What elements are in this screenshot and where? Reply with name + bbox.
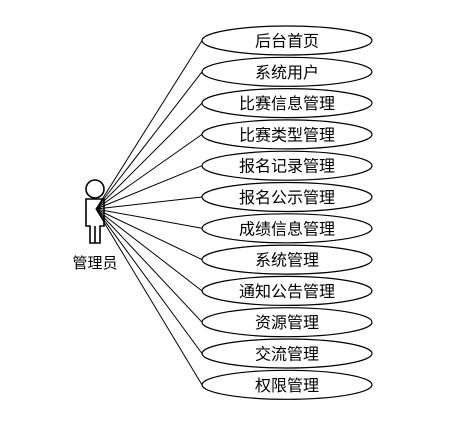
association-line: [95, 165, 203, 210]
use-case-label: 比赛信息管理: [239, 94, 335, 113]
association-line: [95, 71, 203, 210]
use-case: 成绩信息管理: [201, 213, 373, 244]
use-case: 通知公告管理: [201, 275, 373, 306]
use-case-label: 报名记录管理: [239, 157, 335, 176]
use-case-ellipse: [201, 87, 373, 119]
actor-figure: 管理员: [72, 179, 118, 272]
use-case-ellipse: [201, 338, 373, 369]
use-case: 后台首页: [201, 25, 373, 56]
use-case-label: 交流管理: [255, 345, 319, 364]
association-line: [95, 102, 203, 210]
use-case-ellipse: [201, 119, 373, 150]
use-case-label: 权限管理: [255, 376, 319, 395]
person-icon: [85, 179, 105, 244]
actor-label: 管理员: [72, 254, 117, 272]
association-line: [95, 40, 203, 210]
use-case-ellipse: [201, 213, 373, 244]
association-line: [95, 196, 203, 210]
use-case-ellipse: [201, 25, 373, 56]
use-case-ellipse: [201, 56, 373, 87]
association-line: [95, 208, 203, 261]
actor-body: [85, 198, 105, 244]
use-case-list: 后台首页系统用户比赛信息管理比赛类型管理报名记录管理报名公示管理成绩信息管理系统…: [201, 25, 373, 400]
association-line: [95, 133, 203, 210]
use-case-ellipse: [201, 150, 373, 181]
use-case-ellipse: [201, 307, 373, 338]
association-line: [95, 208, 203, 229]
use-case: 报名记录管理: [201, 150, 373, 181]
use-case: 系统用户: [201, 56, 373, 87]
use-case: 系统管理: [201, 244, 373, 275]
association-lines: [95, 40, 203, 386]
use-case: 资源管理: [201, 307, 373, 338]
use-case-label: 系统用户: [255, 63, 319, 82]
use-case-label: 报名公示管理: [239, 188, 335, 207]
use-case: 交流管理: [201, 338, 373, 369]
use-case: 比赛信息管理: [201, 87, 373, 119]
association-line: [95, 208, 203, 354]
use-case-ellipse: [201, 181, 373, 213]
use-case-ellipse: [201, 369, 373, 400]
use-case-label: 成绩信息管理: [239, 219, 335, 238]
use-case-label: 资源管理: [255, 313, 319, 332]
use-case-ellipse: [201, 275, 373, 306]
use-case: 权限管理: [201, 369, 373, 400]
use-case: 比赛类型管理: [201, 119, 373, 150]
use-case-label: 后台首页: [255, 32, 319, 51]
association-line: [95, 208, 203, 323]
association-line: [95, 208, 203, 386]
association-line: [95, 208, 203, 292]
use-case-label: 比赛类型管理: [239, 125, 335, 144]
use-case-label: 系统管理: [255, 251, 319, 270]
actor-head: [85, 179, 105, 199]
use-case-ellipse: [201, 244, 373, 275]
use-case-label: 通知公告管理: [239, 282, 335, 301]
use-case: 报名公示管理: [201, 181, 373, 213]
